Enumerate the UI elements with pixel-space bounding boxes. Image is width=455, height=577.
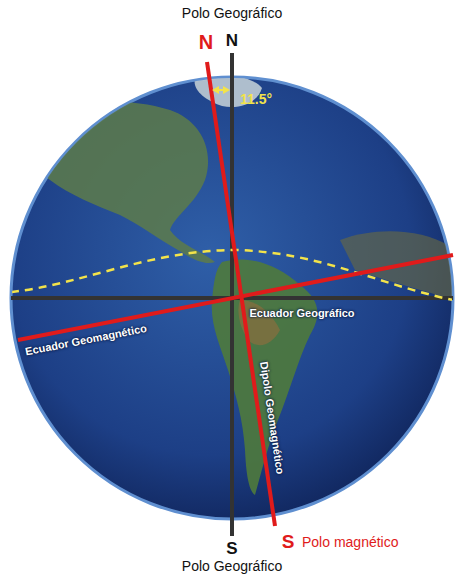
magnetic-equator-line bbox=[11, 250, 453, 300]
equator-label: Ecuador Geográfico bbox=[249, 307, 354, 320]
pole-label: Polo Geográfico bbox=[182, 558, 282, 574]
pole-label: Polo magnético bbox=[302, 534, 399, 550]
pole-letter: N bbox=[226, 31, 238, 51]
continents bbox=[19, 75, 455, 495]
angle-arrow bbox=[212, 86, 230, 94]
geomagnetic-dipole bbox=[207, 62, 275, 526]
pole-letter: S bbox=[226, 539, 237, 559]
pole-label: Polo Geográfico bbox=[182, 5, 282, 21]
angle-value: 11.5° bbox=[240, 91, 272, 107]
magnetic-pole-letter: N bbox=[199, 31, 213, 54]
magnetic-pole-letter: S bbox=[282, 531, 295, 553]
geographic-axis bbox=[230, 53, 234, 536]
